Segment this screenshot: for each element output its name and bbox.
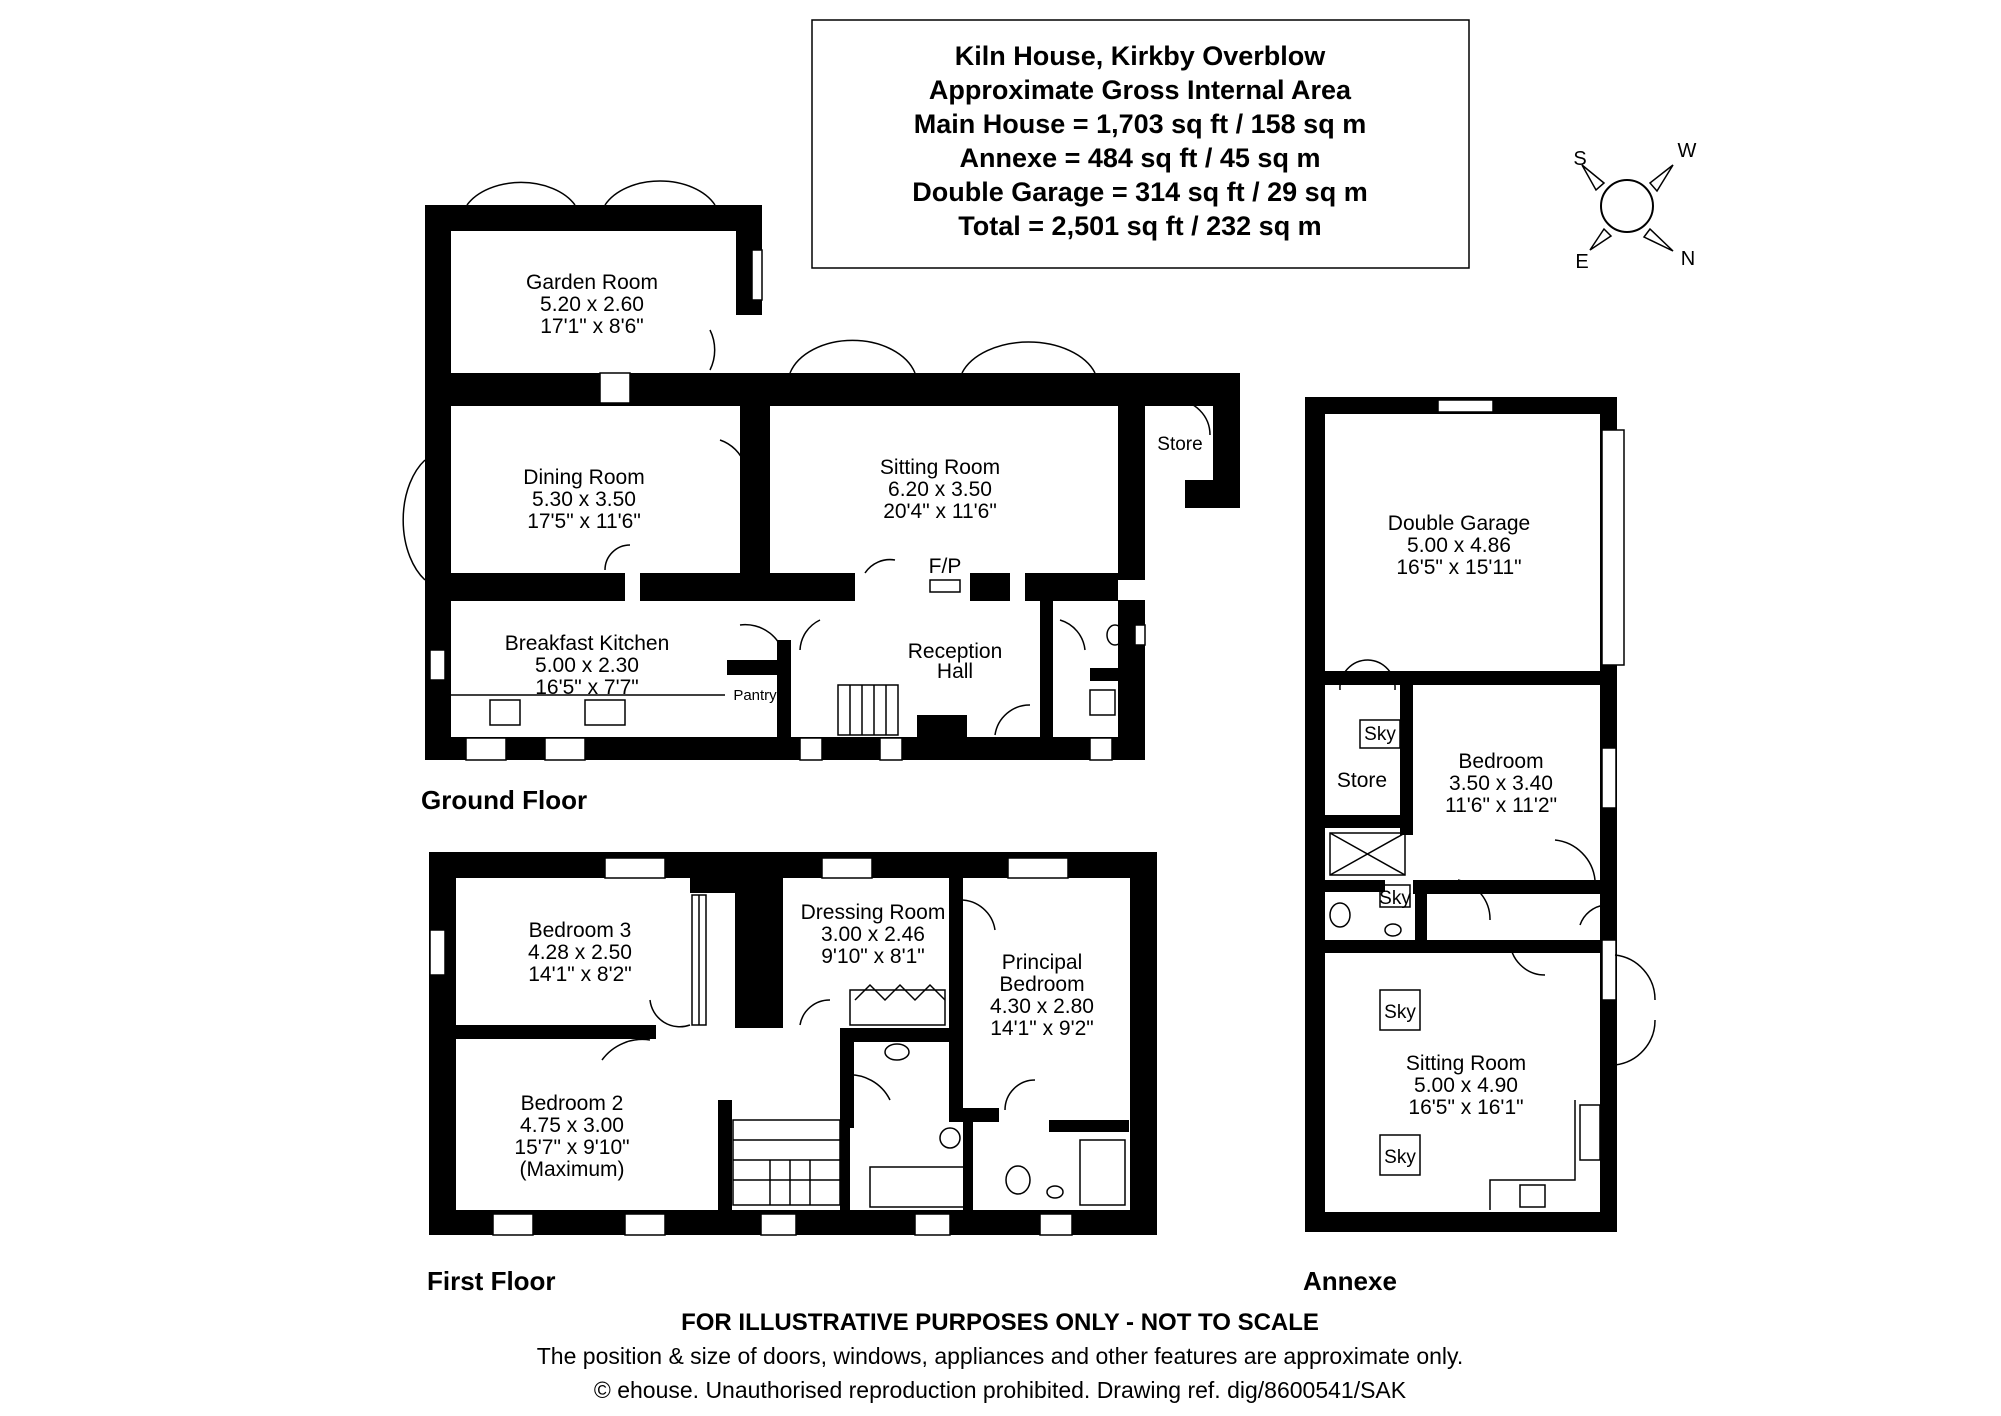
footer-note: The position & size of doors, windows, a… bbox=[537, 1343, 1463, 1369]
sitting-room-imperial: 20'4" x 11'6" bbox=[883, 500, 997, 523]
reception-hall-line1: Reception bbox=[908, 640, 1003, 663]
compass-w: W bbox=[1678, 140, 1697, 162]
footer: FOR ILLUSTRATIVE PURPOSES ONLY - NOT TO … bbox=[537, 1309, 1463, 1403]
annexe-bedroom-name: Bedroom bbox=[1458, 750, 1543, 773]
annexe-plan: Sky Sky Sky Sky Double Garage 5.00 x 4.8… bbox=[1303, 397, 1656, 1296]
first-floor-title: First Floor bbox=[427, 1266, 556, 1296]
double-garage-metric: 5.00 x 4.86 bbox=[1407, 534, 1511, 557]
double-garage-name: Double Garage bbox=[1388, 512, 1530, 535]
principal-bedroom-line1: Principal bbox=[1002, 951, 1083, 974]
dining-room-metric: 5.30 x 3.50 bbox=[532, 488, 636, 511]
area-annexe: Annexe = 484 sq ft / 45 sq m bbox=[960, 143, 1321, 173]
header-subtitle: Approximate Gross Internal Area bbox=[929, 75, 1352, 105]
bedroom3-metric: 4.28 x 2.50 bbox=[528, 941, 632, 964]
first-floor-plan: Bedroom 3 4.28 x 2.50 14'1" x 8'2" Dress… bbox=[427, 852, 1157, 1296]
area-total: Total = 2,501 sq ft / 232 sq m bbox=[958, 211, 1321, 241]
ground-floor-plan: Garden Room 5.20 x 2.60 17'1" x 8'6" Din… bbox=[402, 180, 1240, 815]
annexe-sitting-name: Sitting Room bbox=[1406, 1052, 1526, 1075]
footer-disclaimer: FOR ILLUSTRATIVE PURPOSES ONLY - NOT TO … bbox=[681, 1309, 1319, 1336]
bedroom3-imperial: 14'1" x 8'2" bbox=[528, 963, 632, 986]
annexe-bedroom-imperial: 11'6" x 11'2" bbox=[1445, 794, 1557, 817]
compass-n: N bbox=[1681, 248, 1695, 270]
dining-room-name: Dining Room bbox=[523, 466, 644, 489]
sitting-room-name: Sitting Room bbox=[880, 456, 1000, 479]
garden-room-metric: 5.20 x 2.60 bbox=[540, 293, 644, 316]
ground-store-label: Store bbox=[1157, 434, 1202, 455]
header-title: Kiln House, Kirkby Overblow bbox=[955, 41, 1327, 71]
compass-icon: S W E N bbox=[1573, 140, 1696, 273]
dressing-room-name: Dressing Room bbox=[801, 901, 946, 924]
annexe-store-label: Store bbox=[1337, 769, 1387, 792]
sitting-room-metric: 6.20 x 3.50 bbox=[888, 478, 992, 501]
bedroom2-name: Bedroom 2 bbox=[521, 1092, 624, 1115]
compass-e: E bbox=[1575, 251, 1588, 273]
garden-room-name: Garden Room bbox=[526, 271, 658, 294]
dressing-room-imperial: 9'10" x 8'1" bbox=[821, 945, 925, 968]
principal-bedroom-line2: Bedroom bbox=[999, 973, 1084, 996]
area-double-garage: Double Garage = 314 sq ft / 29 sq m bbox=[912, 177, 1367, 207]
fireplace-label: F/P bbox=[929, 555, 962, 578]
annexe-sitting-sky-2: Sky bbox=[1384, 1147, 1416, 1168]
pantry-label: Pantry bbox=[733, 687, 777, 704]
breakfast-kitchen-imperial: 16'5" x 7'7" bbox=[535, 676, 639, 699]
reception-hall-line2: Hall bbox=[937, 660, 973, 683]
annexe-bath-sky: Sky bbox=[1379, 888, 1411, 909]
annexe-sitting-imperial: 16'5" x 16'1" bbox=[1408, 1096, 1523, 1119]
annexe-sitting-sky-1: Sky bbox=[1384, 1002, 1416, 1023]
area-header: Kiln House, Kirkby Overblow Approximate … bbox=[811, 19, 1470, 269]
annexe-bedroom-metric: 3.50 x 3.40 bbox=[1449, 772, 1553, 795]
garden-room-imperial: 17'1" x 8'6" bbox=[540, 315, 644, 338]
footer-copyright: © ehouse. Unauthorised reproduction proh… bbox=[594, 1377, 1407, 1403]
double-garage-imperial: 16'5" x 15'11" bbox=[1396, 556, 1521, 579]
dressing-room-metric: 3.00 x 2.46 bbox=[821, 923, 925, 946]
bedroom2-metric: 4.75 x 3.00 bbox=[520, 1114, 624, 1137]
bedroom2-imperial: 15'7" x 9'10" bbox=[514, 1136, 629, 1159]
area-main-house: Main House = 1,703 sq ft / 158 sq m bbox=[914, 109, 1366, 139]
breakfast-kitchen-metric: 5.00 x 2.30 bbox=[535, 654, 639, 677]
principal-bedroom-imperial: 14'1" x 9'2" bbox=[990, 1017, 1094, 1040]
breakfast-kitchen-name: Breakfast Kitchen bbox=[505, 632, 670, 655]
annexe-store-sky: Sky bbox=[1364, 724, 1396, 745]
annexe-title: Annexe bbox=[1303, 1266, 1397, 1296]
ground-floor-title: Ground Floor bbox=[421, 785, 587, 815]
bedroom3-name: Bedroom 3 bbox=[529, 919, 632, 942]
principal-bedroom-metric: 4.30 x 2.80 bbox=[990, 995, 1094, 1018]
annexe-sitting-metric: 5.00 x 4.90 bbox=[1414, 1074, 1518, 1097]
dining-room-imperial: 17'5" x 11'6" bbox=[527, 510, 641, 533]
bedroom2-note: (Maximum) bbox=[520, 1158, 625, 1181]
compass-s: S bbox=[1573, 148, 1586, 170]
